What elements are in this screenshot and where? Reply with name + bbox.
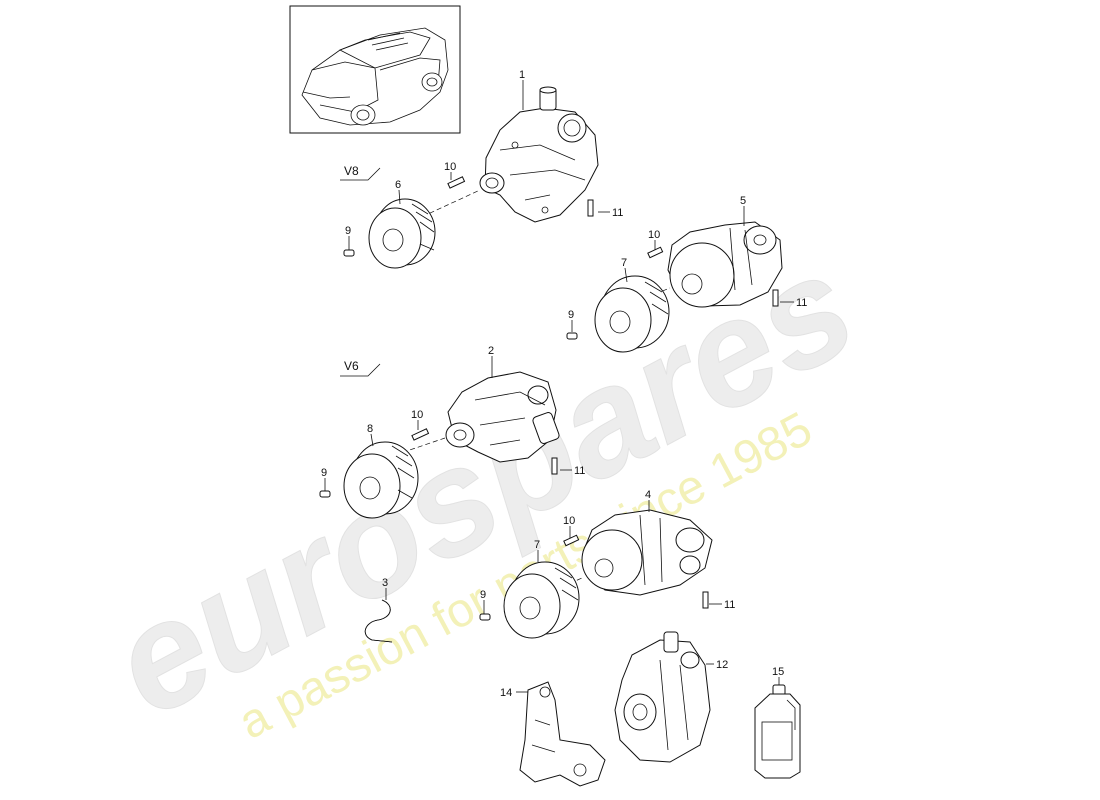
v8-label: V8	[344, 164, 359, 178]
part-5-steering-pump-v8-alt	[667, 221, 783, 308]
part-6-pulley-v8	[368, 198, 436, 269]
bolt-10-d	[563, 534, 580, 547]
part-1-steering-pump-v8	[479, 86, 599, 223]
bolt-10-b	[647, 246, 664, 259]
bolt-10-a	[447, 176, 466, 189]
callout-numbers: 1 6 10 11 9 5 10 7 11 9 2 10 8 11 9 4 10…	[321, 69, 807, 699]
callout-11d: 11	[724, 599, 735, 611]
callout-11c: 11	[574, 465, 585, 477]
part-12-pump-housing	[614, 631, 711, 763]
callout-1: 1	[519, 69, 525, 81]
part-7-pulley-upper	[594, 275, 670, 353]
v6-label: V6	[344, 359, 359, 373]
callout-11a: 11	[612, 207, 623, 219]
callout-7a: 7	[621, 257, 627, 269]
callout-10c: 10	[411, 409, 423, 421]
callout-10d: 10	[563, 515, 575, 527]
part-14-bracket	[519, 681, 606, 787]
watermark-brand: eurospares	[86, 220, 879, 748]
callout-8: 8	[367, 423, 373, 435]
callout-10b: 10	[648, 229, 660, 241]
bolt-10-c	[411, 428, 430, 441]
screw-9-c	[319, 490, 331, 498]
leader-lines	[324, 80, 794, 693]
part-7-pulley-lower	[503, 561, 580, 639]
callout-6: 6	[395, 179, 401, 191]
vehicle-thumbnail	[289, 5, 461, 134]
callout-14: 14	[500, 687, 512, 699]
callout-3: 3	[382, 577, 388, 589]
callout-7b: 7	[534, 539, 540, 551]
screw-9-d	[479, 613, 491, 621]
bolt-11-d	[702, 591, 709, 609]
callout-4: 4	[645, 489, 651, 501]
bolt-11-a	[587, 199, 594, 217]
engine-label-v6: V6	[340, 359, 381, 377]
bolt-11-b	[772, 289, 779, 307]
part-4-steering-pump-v6-alt	[581, 509, 713, 596]
screw-9-b	[566, 332, 578, 340]
part-3-hose-clip	[364, 599, 393, 643]
watermark: eurospares a passion for parts since 198…	[86, 220, 880, 750]
bolt-11-c	[551, 457, 558, 475]
callout-15: 15	[772, 666, 784, 678]
callout-9c: 9	[321, 467, 327, 479]
part-2-steering-pump-v6	[445, 371, 560, 463]
screw-9-a	[343, 249, 355, 257]
callout-10a: 10	[444, 161, 456, 173]
callout-11b: 11	[796, 297, 807, 309]
fasteners	[319, 176, 779, 621]
callout-5: 5	[740, 195, 746, 207]
callout-12: 12	[716, 659, 728, 671]
part-15-fluid-bottle	[754, 684, 801, 779]
car-icon	[301, 27, 449, 126]
callout-2: 2	[488, 345, 494, 357]
callout-9d: 9	[480, 589, 486, 601]
callout-9b: 9	[568, 309, 574, 321]
callout-9a: 9	[345, 225, 351, 237]
part-8-pulley-v6	[343, 441, 419, 519]
engine-label-v8: V8	[340, 164, 381, 181]
